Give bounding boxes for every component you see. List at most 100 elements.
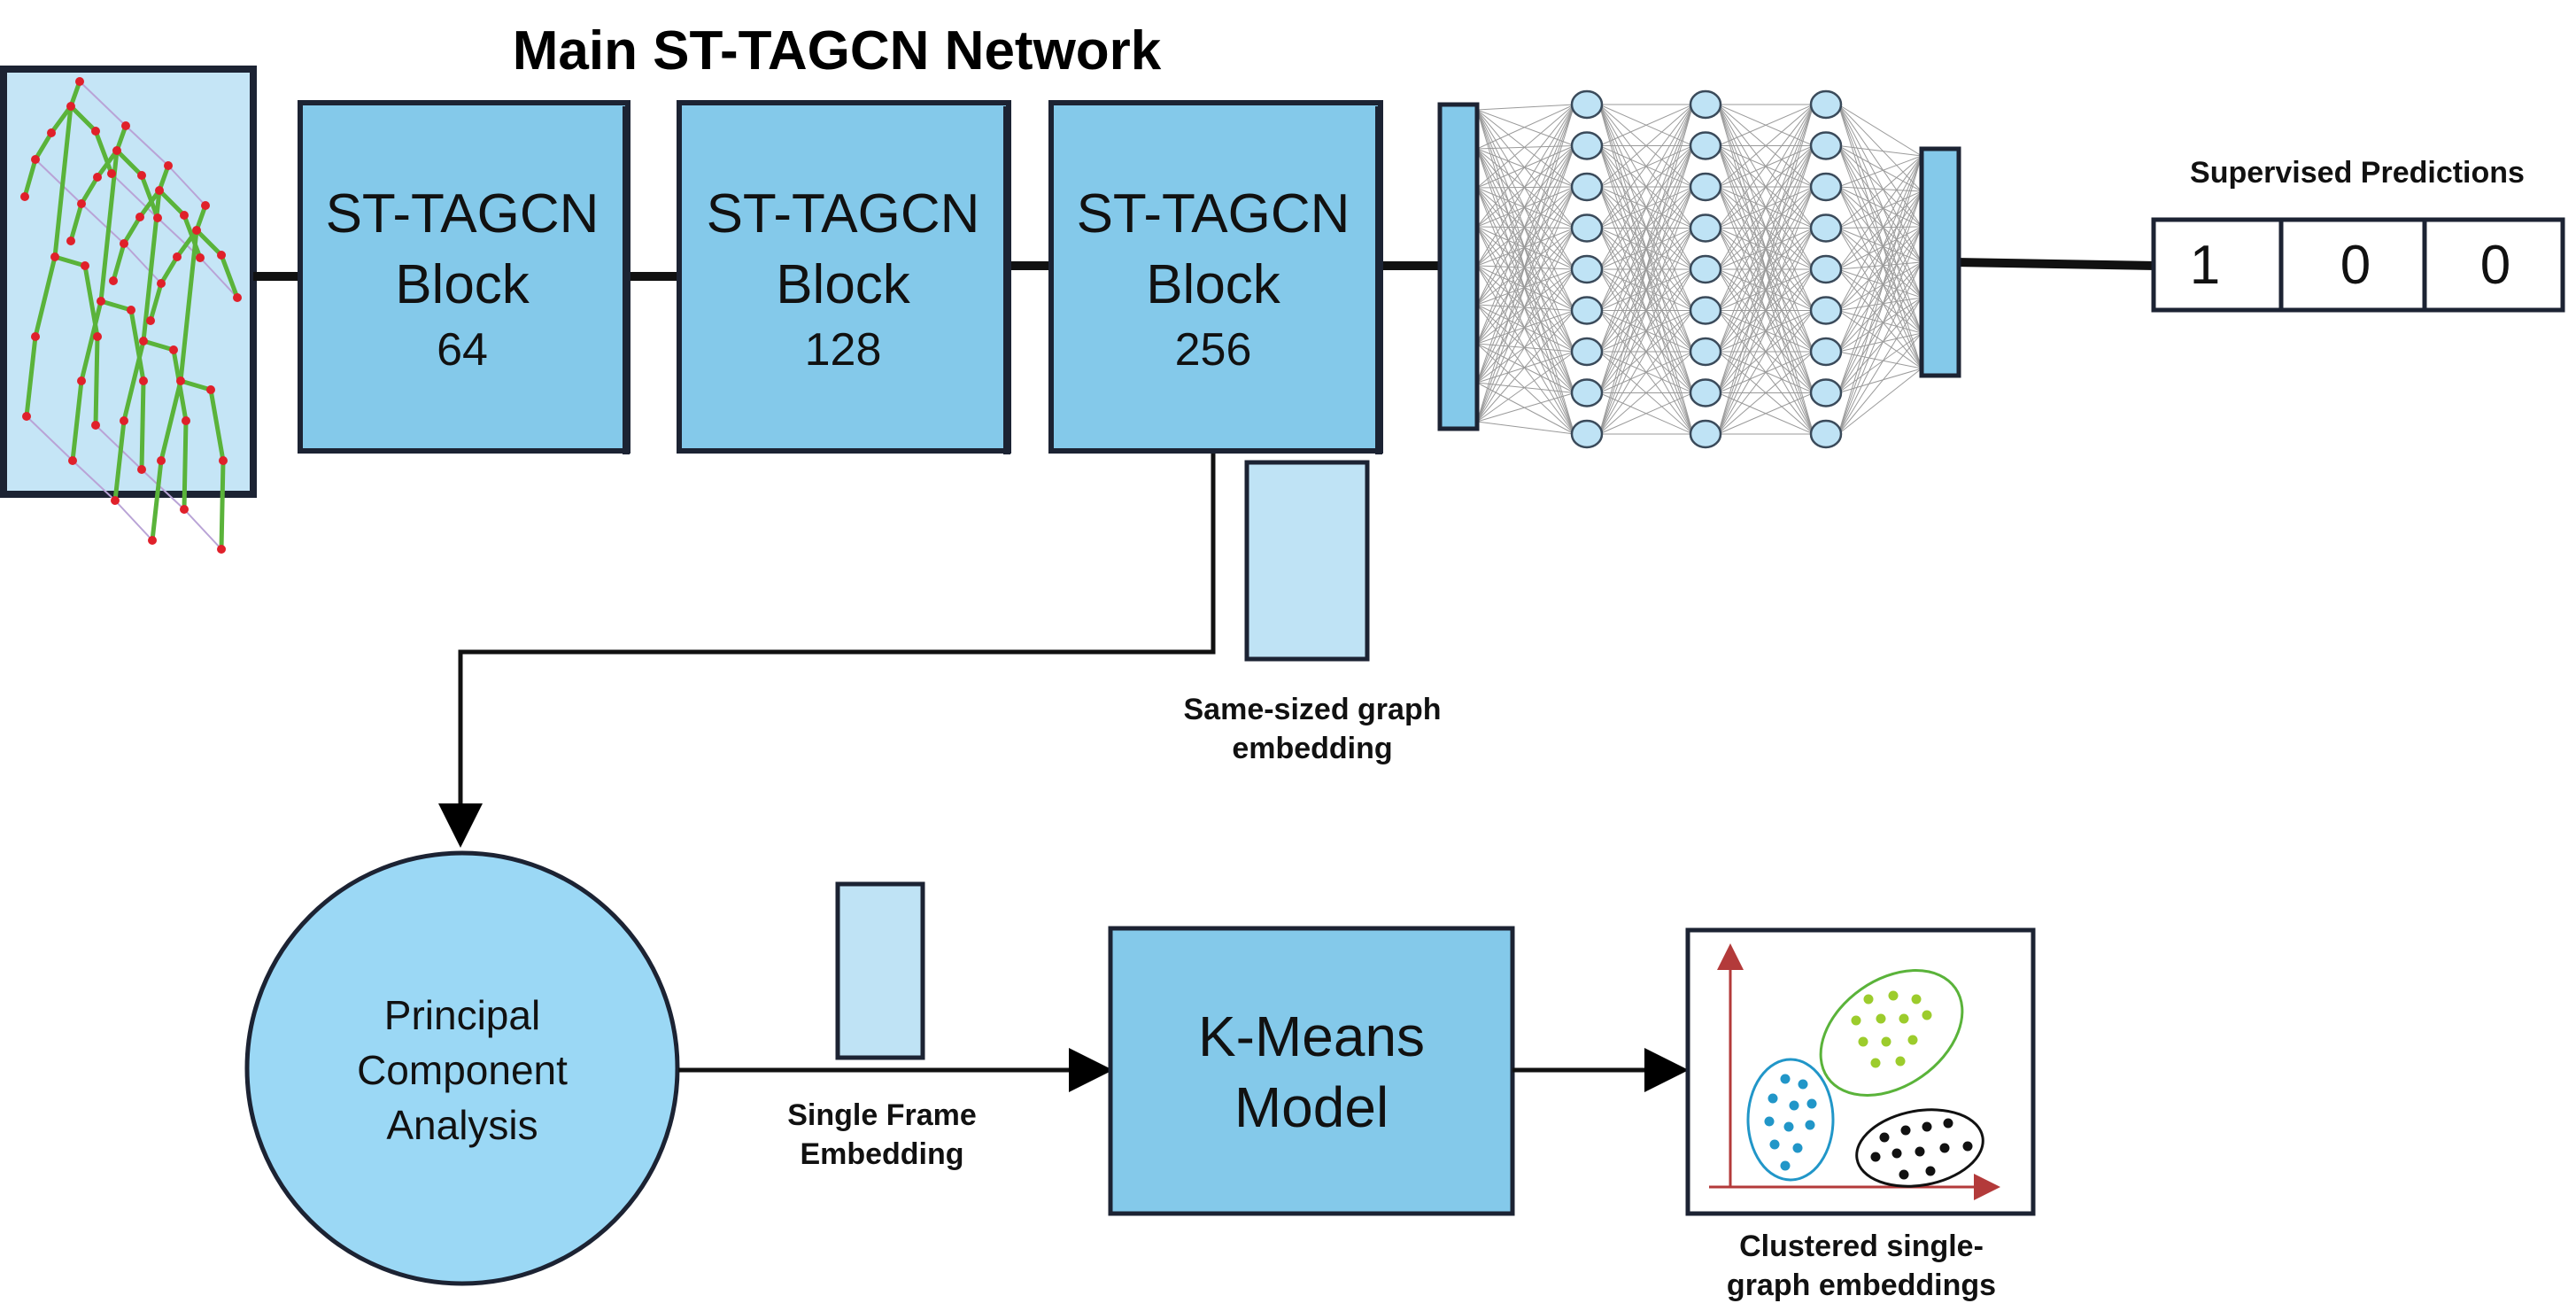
skeleton-bone [79, 175, 100, 206]
fc-neuron [1570, 296, 1604, 325]
fc-neuron [1809, 89, 1843, 120]
graph-embedding-label-2: embedding [1232, 732, 1392, 765]
skeleton-bone [141, 338, 176, 353]
clusters-label-1: Clustered single- [1739, 1230, 1984, 1263]
skeleton-bone [24, 334, 38, 419]
fc-edge [1837, 226, 1922, 311]
cluster-point-blue [1798, 1079, 1808, 1090]
skeleton-joint [112, 146, 121, 155]
cluster-point-green [1895, 1056, 1906, 1067]
fc-edge [1717, 104, 1814, 188]
cluster-point-black [1943, 1118, 1953, 1129]
fc-edge [1837, 186, 1922, 228]
fc-edge [1476, 304, 1575, 311]
block-128-label: Block [776, 254, 911, 315]
fc-edge [1837, 226, 1922, 229]
block-64-label: Block [395, 254, 530, 315]
graph-embedding-label-1: Same-sized graph [1184, 693, 1442, 726]
fc-edge [1598, 104, 1694, 229]
fc-edge [1476, 421, 1575, 435]
fc-edge [1837, 155, 1922, 229]
predictions-label: Supervised Predictions [2190, 156, 2525, 190]
cluster-point-green [1907, 1035, 1918, 1045]
skeleton-bone [112, 418, 127, 503]
fc-neuron [1809, 254, 1843, 284]
fc-edge [1476, 382, 1575, 393]
block-256-label: Block [1146, 254, 1281, 315]
fc-edge [1837, 226, 1922, 270]
prediction-value-3: 0 [2480, 235, 2510, 296]
fc-edge [1837, 332, 1922, 435]
fc-neuron [1689, 296, 1722, 325]
skeleton-bone [139, 173, 160, 221]
kmeans-line-1: K-Means [1198, 1005, 1425, 1068]
skeleton-joint [75, 77, 84, 86]
skeleton-frame-link [199, 257, 238, 299]
fc-edge [1837, 228, 1922, 263]
cluster-point-black [1879, 1132, 1890, 1143]
fc-edge [1837, 104, 1922, 263]
cluster-point-blue [1764, 1116, 1775, 1127]
fc-edge [1598, 104, 1694, 311]
fc-edge [1476, 265, 1575, 393]
fc-edge [1598, 104, 1694, 270]
fc-neuron [1570, 213, 1604, 243]
skeleton-joint [192, 226, 201, 235]
fc-edge [1598, 351, 1694, 435]
fc-edge [1837, 186, 1922, 263]
fc-edge [1717, 104, 1814, 311]
skeleton-bone [52, 104, 73, 260]
skeleton-joint [68, 456, 77, 465]
prediction-value-1: 1 [2190, 235, 2220, 296]
skeleton-joint [173, 252, 182, 261]
fc-edge [1717, 186, 1814, 435]
skeleton-bone [33, 130, 54, 162]
skeleton-bone [68, 104, 98, 134]
cluster-point-black [1939, 1143, 1950, 1153]
skeleton-joint [91, 421, 100, 430]
skeleton-joint [20, 192, 29, 201]
cluster-point-blue [1806, 1098, 1817, 1109]
skeleton-joint [137, 171, 146, 180]
fc-edge [1476, 186, 1575, 306]
fc-neuron [1570, 378, 1604, 407]
fully-connected-network [1437, 89, 1961, 449]
fc-edge [1598, 104, 1694, 146]
fc-edge [1837, 261, 1922, 435]
fc-edge [1598, 104, 1694, 353]
skeleton-bone [178, 378, 213, 392]
skeleton-bone [148, 281, 164, 323]
skeleton-joint [139, 376, 148, 385]
skeleton-joint [121, 121, 130, 130]
skeleton-joint [66, 102, 75, 111]
fc-edge [1837, 155, 1922, 311]
fc-edge [1837, 190, 1922, 311]
fc-edge [1476, 109, 1575, 393]
fc-edge [1837, 145, 1922, 299]
fc-edge [1837, 261, 1922, 353]
skeleton-joint [66, 237, 75, 245]
cluster-point-blue [1792, 1143, 1803, 1153]
fc-edge [1476, 228, 1575, 267]
fc-edge [1476, 265, 1575, 270]
cluster-point-black [1899, 1169, 1909, 1180]
fc-edge [1837, 190, 1922, 393]
fc-edge [1837, 268, 1922, 299]
cluster-point-green [1922, 1010, 1932, 1020]
cluster-point-blue [1780, 1160, 1791, 1171]
fc-neuron [1689, 89, 1722, 120]
fc-edge [1598, 145, 1694, 435]
fc-edge [1837, 145, 1922, 192]
skeleton-joint [201, 201, 210, 210]
fc-edge [1476, 104, 1575, 267]
fc-neuron [1689, 213, 1722, 243]
skeleton-bone [219, 458, 226, 552]
cluster-point-blue [1805, 1120, 1815, 1130]
single-frame-embedding-box [835, 881, 925, 1060]
fc-neuron [1570, 419, 1604, 449]
fc-neuron [1809, 378, 1843, 407]
fc-edge [1837, 261, 1922, 270]
skeleton-bone [159, 378, 183, 463]
fc-edge [1837, 190, 1922, 435]
